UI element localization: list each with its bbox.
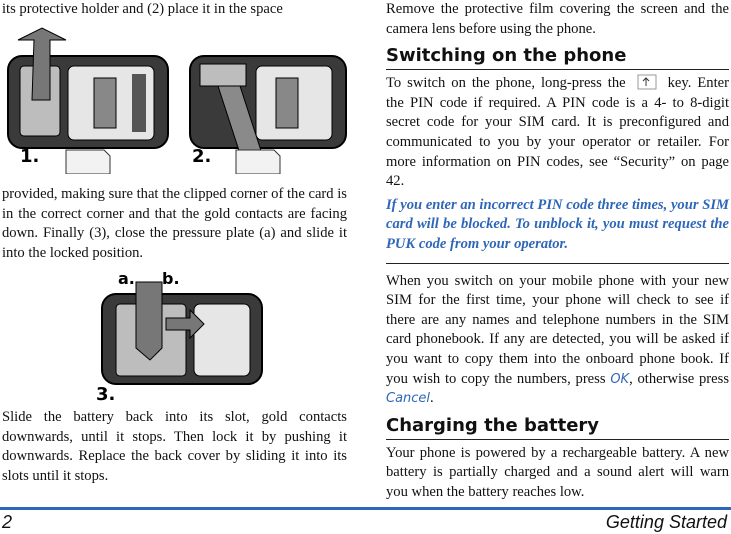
first-time-paragraph: When you switch on your mobile phone wit…	[386, 272, 729, 409]
left-column-bottom: Slide the battery back into its slot, go…	[2, 408, 347, 486]
sim-card-outline-1	[65, 149, 111, 174]
charging-paragraph: Your phone is powered by a rechargeable …	[386, 444, 729, 500]
sim-insert-figure: 1. 2.	[4, 26, 350, 174]
intro-paragraph: Remove the protective film covering the …	[386, 1, 729, 37]
first-time-text-end: .	[430, 390, 434, 407]
page-number: 2	[2, 512, 13, 532]
sim-card-outline-2	[235, 149, 281, 174]
heading-switching-on: Switching on the phone	[386, 45, 729, 71]
switch-on-paragraph: To switch on the phone, long-press the k…	[386, 74, 729, 192]
softkey-ok: OK	[610, 371, 630, 387]
phone-back-illustration-1	[7, 27, 169, 149]
switch-on-text-end: key. Enter the PIN code if required. A P…	[386, 75, 729, 190]
first-time-text: When you switch on your mobile phone wit…	[386, 272, 729, 387]
first-time-text-between: , otherwise press	[629, 370, 729, 387]
phone-back-illustration-2	[189, 55, 347, 167]
left-column-middle: provided, making sure that the clipped c…	[2, 185, 347, 263]
figure-label-3: 3.	[96, 384, 115, 404]
slide-arrow	[165, 308, 205, 340]
softkey-cancel: Cancel	[386, 391, 431, 407]
switch-on-text-start: To switch on the phone, long-press the	[386, 75, 626, 92]
left-paragraph-bottom: Slide the battery back into its slot, go…	[2, 409, 347, 484]
left-paragraph-middle: provided, making sure that the clipped c…	[2, 186, 347, 261]
figure-label-a: a.	[118, 269, 135, 288]
left-paragraph-top: its protective holder and (2) place it i…	[2, 1, 283, 17]
pressure-plate-figure: a. b. 3.	[96, 268, 272, 404]
section-title: Getting Started	[605, 512, 727, 532]
right-column: Remove the protective film covering the …	[386, 0, 729, 502]
footer-rule	[0, 507, 731, 510]
figure-label-2: 2.	[192, 146, 211, 167]
left-column: its protective holder and (2) place it i…	[2, 0, 347, 20]
figure-label-1: 1.	[20, 146, 39, 167]
pin-warning-note: If you enter an incorrect PIN code three…	[386, 196, 729, 264]
power-key-icon	[632, 74, 662, 90]
pressure-plate-arrow	[135, 281, 163, 361]
figure-label-b: b.	[162, 269, 180, 288]
heading-charging: Charging the battery	[386, 415, 729, 440]
